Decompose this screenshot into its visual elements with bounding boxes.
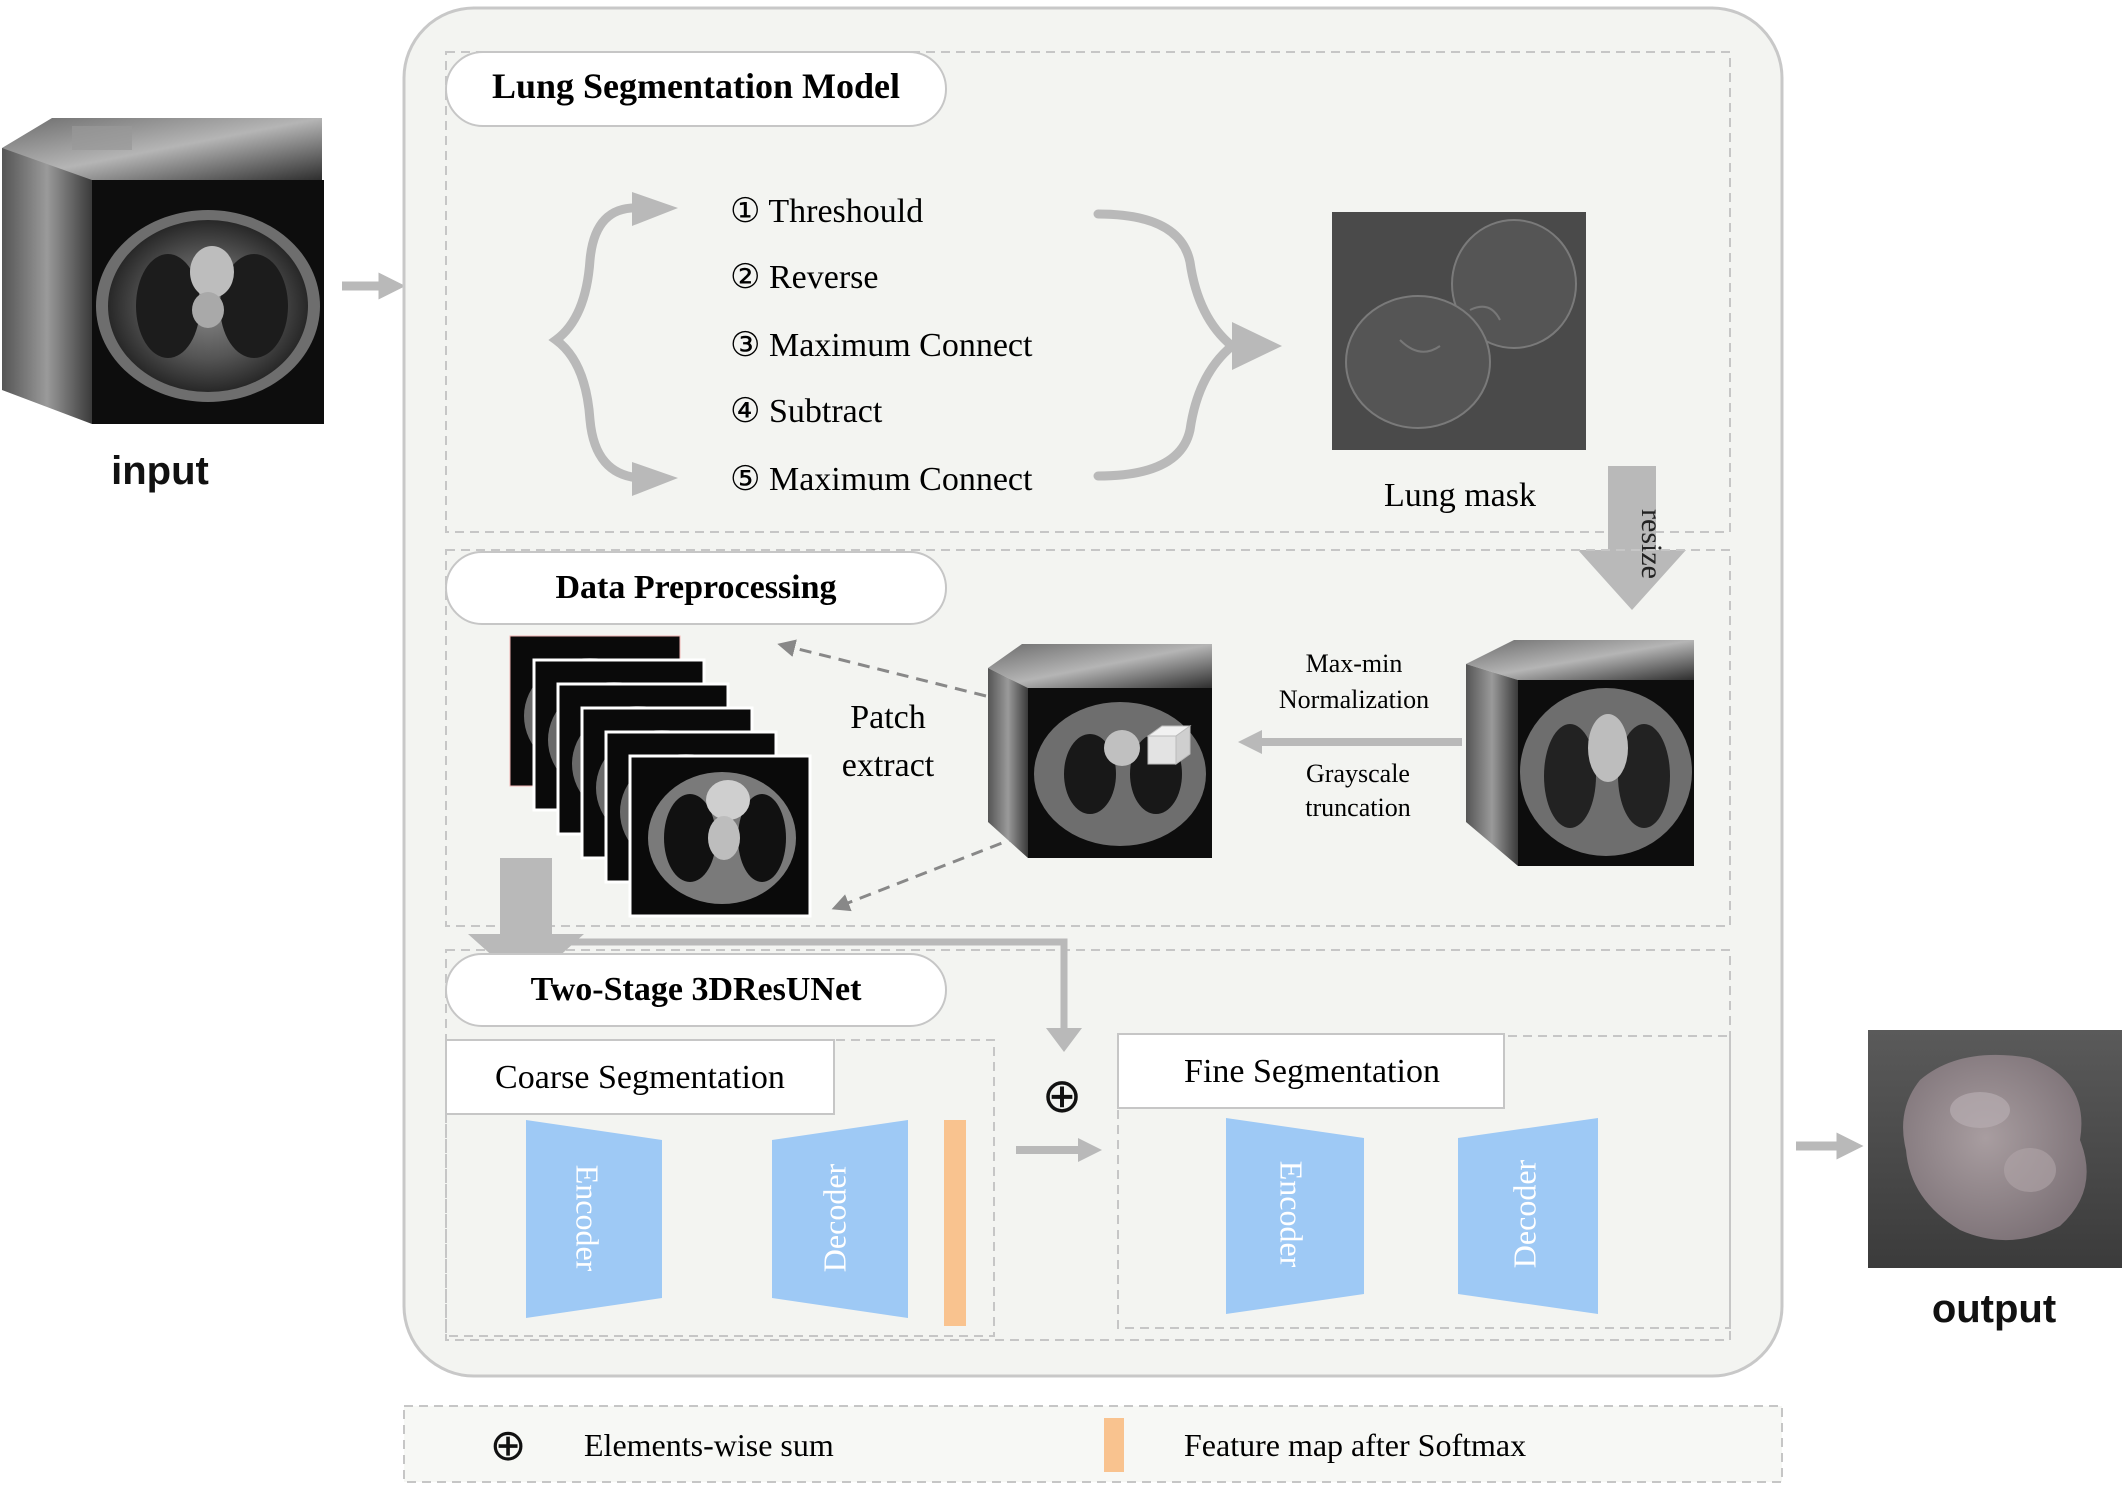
- patch-extract-label-2: extract: [842, 747, 935, 784]
- lung-seg-section: [445, 51, 1731, 533]
- coarse-encoder-label: Encoder: [570, 1165, 606, 1272]
- fine-seg-title-box: [1117, 1033, 1505, 1109]
- coarse-encoder-block: [526, 1120, 662, 1318]
- norm-label-1: Max-min: [1306, 649, 1403, 678]
- fine-decoder-block: [1458, 1118, 1598, 1314]
- coarse-seg-title-box: [445, 1039, 835, 1115]
- legend-sum-icon: ⊕: [490, 1421, 527, 1470]
- step-2: ② Reverse: [730, 259, 878, 296]
- fine-encoder-block: [1226, 1118, 1364, 1314]
- step-3: ③ Maximum Connect: [730, 327, 1033, 364]
- output-label: output: [1932, 1287, 2056, 1331]
- step-4: ④ Subtract: [730, 393, 883, 430]
- trunc-label-2: truncation: [1305, 793, 1410, 822]
- steps-left-brace: [548, 203, 645, 483]
- resize-arrow-shaft: [1608, 466, 1656, 552]
- preprocessing-section: [445, 549, 1731, 927]
- network-title-pill: [445, 953, 947, 1027]
- resize-label: resize: [1635, 509, 1668, 579]
- coarse-decoder-label: Decoder: [816, 1163, 852, 1272]
- lung-seg-title: Lung Segmentation Model: [492, 66, 900, 106]
- input-ct-volume: [2, 118, 324, 424]
- slices-down-arrow-shaft: [500, 858, 552, 942]
- brace-arrow-top-icon: [632, 192, 678, 226]
- legend-feature-label: Feature map after Softmax: [1184, 1427, 1526, 1463]
- skip-connector-head-icon: [1046, 1028, 1082, 1052]
- step-1: ① Threshould: [730, 193, 923, 230]
- patch-cube-icon: [1146, 725, 1192, 765]
- skip-connector-line: [552, 938, 1068, 1030]
- steps-right-brace: [1093, 209, 1240, 481]
- preprocessing-title: Data Preprocessing: [555, 569, 836, 606]
- fine-decoder-label: Decoder: [1506, 1159, 1542, 1268]
- network-title: Two-Stage 3DResUNet: [531, 971, 862, 1008]
- lung-mask-image: [1332, 212, 1586, 450]
- trunc-label-1: Grayscale: [1306, 759, 1410, 788]
- lung-mask-label: Lung mask: [1384, 477, 1536, 514]
- preprocessing-title-pill: [445, 551, 947, 625]
- brace-arrow-bottom-icon: [632, 462, 678, 496]
- legend-box: [403, 1405, 1783, 1483]
- patch-extract-label-1: Patch: [850, 699, 926, 736]
- coarse-seg-title: Coarse Segmentation: [495, 1059, 785, 1096]
- patch-arrow-lower: [831, 834, 1021, 912]
- fine-encoder-label: Encoder: [1274, 1161, 1310, 1268]
- legend-sum-label: Elements-wise sum: [584, 1427, 834, 1463]
- input-label: input: [111, 449, 209, 493]
- norm-label-2: Normalization: [1279, 685, 1429, 714]
- fine-seg-title: Fine Segmentation: [1184, 1053, 1440, 1090]
- coarse-decoder-block: [772, 1120, 908, 1318]
- lung-seg-title-pill: [445, 51, 947, 127]
- ct-slice-stack: [509, 635, 812, 918]
- step-5: ⑤ Maximum Connect: [730, 461, 1033, 498]
- resize-arrow-head-icon: [1578, 550, 1686, 610]
- sum-symbol-icon: ⊕: [1042, 1070, 1082, 1123]
- ct-cube-with-patch: [988, 644, 1212, 858]
- patch-arrow-upper: [777, 639, 987, 698]
- output-tumor-render: [1868, 1030, 2122, 1268]
- resized-ct-volume: [1466, 640, 1694, 866]
- arrow-to-mask-icon: [1232, 322, 1282, 370]
- legend-feature-map-swatch: [1104, 1418, 1124, 1472]
- coarse-feature-map-bar: [944, 1120, 966, 1326]
